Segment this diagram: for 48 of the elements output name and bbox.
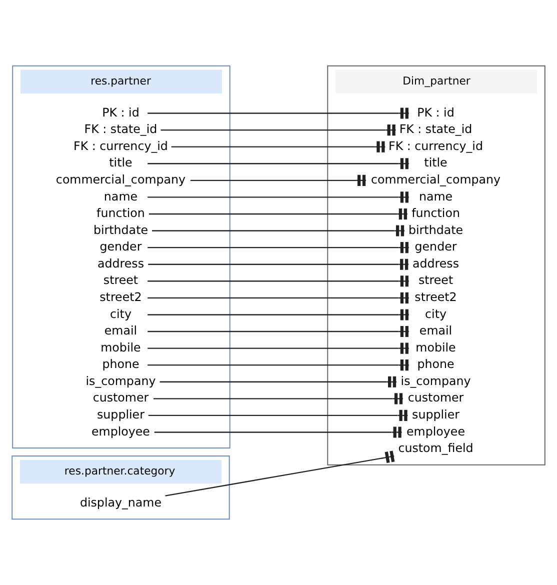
node-text: customer: [92, 390, 149, 405]
node-text: gender: [100, 240, 142, 254]
node-text: employee: [92, 424, 150, 438]
node-text: mobile: [100, 340, 141, 354]
node-text: street2: [414, 290, 457, 304]
node-text: employee: [406, 424, 466, 438]
node-text: function: [96, 206, 145, 220]
node-text: is_company: [400, 374, 471, 388]
node-text: commercial_company: [370, 172, 501, 186]
node-text: FK : state_id: [84, 122, 158, 136]
node-text: street: [103, 273, 138, 288]
connector: [171, 141, 386, 152]
node-text: birthdate: [93, 222, 148, 237]
connector: [154, 426, 402, 438]
node-text: function: [412, 206, 460, 220]
node-text: address: [412, 256, 460, 270]
node-text: name: [418, 189, 453, 204]
node-text: birthdate: [408, 222, 464, 237]
node-text: street: [418, 273, 454, 288]
node-text: PK : id: [417, 105, 454, 120]
node-text: supplier: [412, 408, 460, 422]
node-text: gender: [414, 240, 457, 254]
node-text: phone: [102, 357, 140, 372]
node-text: title: [109, 156, 132, 170]
node-text: address: [97, 256, 144, 270]
node-text: email: [104, 324, 138, 338]
node-text: FK : state_id: [399, 122, 472, 136]
connector: [148, 309, 409, 320]
node-text: phone: [417, 357, 454, 372]
node-text: supplier: [97, 408, 144, 422]
node-text: commercial_company: [56, 172, 186, 186]
node-text: email: [419, 324, 452, 338]
node-text: PK : id: [102, 105, 140, 120]
connector: [148, 108, 409, 119]
node-text: FK : currency_id: [74, 138, 168, 153]
connector: [152, 225, 404, 236]
node-text: is_company: [86, 374, 156, 388]
node-text: FK : currency_id: [388, 138, 483, 153]
node-text: customer: [408, 390, 464, 405]
node-text: title: [424, 156, 448, 170]
connector: [165, 450, 395, 496]
node-text: name: [104, 189, 138, 204]
node-text: city: [425, 306, 447, 321]
node-text: custom_field: [398, 441, 474, 456]
node-text: street2: [100, 290, 142, 304]
node-text: city: [110, 306, 132, 321]
node-text: mobile: [416, 340, 456, 354]
node-text: display_name: [80, 495, 162, 510]
